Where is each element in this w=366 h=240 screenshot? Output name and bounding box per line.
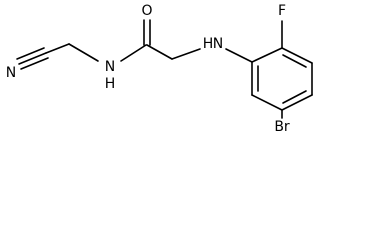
atom-label-amide-h: H <box>105 76 116 92</box>
atom-label-amide-n: N <box>105 59 115 75</box>
bond-ch2-amine <box>171 48 201 60</box>
atom-label-nitrile-n: N <box>6 65 16 81</box>
ring-inner-bond-2 <box>282 90 307 104</box>
triple-bond-line-1 <box>20 57 49 70</box>
triple-bond-line-2 <box>18 52 47 65</box>
atom-label-amine-h: H <box>203 36 214 52</box>
atom-label-fluorine: F <box>278 3 286 19</box>
ring-bond-1 <box>251 47 283 63</box>
atom-label-bromine: Br <box>274 119 290 135</box>
benzene-ring <box>251 47 313 111</box>
bond-nh-co <box>120 44 147 62</box>
triple-bond-line-3 <box>16 47 45 60</box>
ring-bond-2 <box>281 47 313 64</box>
bond-ch2-nh <box>68 43 99 62</box>
bond-c-ch2 <box>45 43 70 54</box>
carbonyl-double-bond <box>143 19 151 46</box>
ring-inner-bond-1 <box>282 54 307 68</box>
bond-co-ch2 <box>146 44 173 60</box>
atom-label-carbonyl-o: O <box>141 3 152 19</box>
nitrile-group <box>16 47 49 70</box>
atom-label-amine-n: N <box>213 36 223 52</box>
ring-bond-4 <box>281 94 313 111</box>
bond-amine-ring <box>225 48 253 63</box>
structure-diagram: N N H O H N F Br <box>6 3 313 135</box>
ring-bond-5 <box>251 94 283 111</box>
